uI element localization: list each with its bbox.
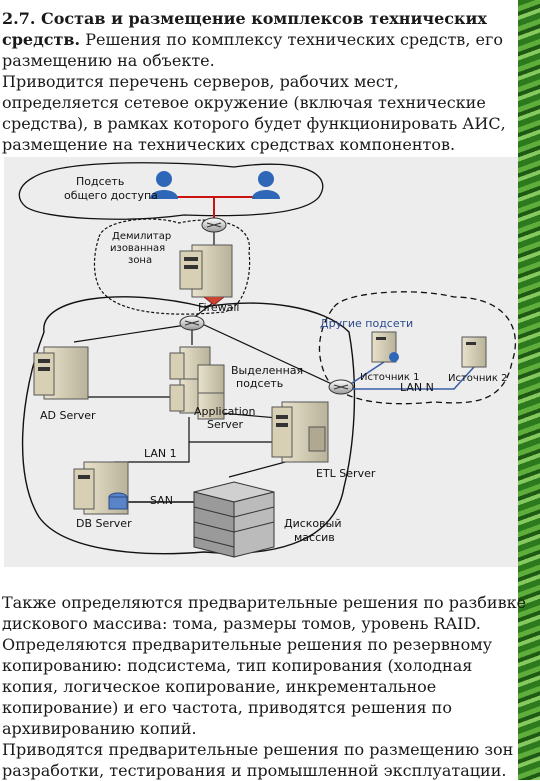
network-diagram: Подсеть общего доступа Демилитар изованн…: [4, 157, 518, 567]
db-server-icon: [73, 461, 129, 515]
intro-paragraph-1: 2.7. Состав и размещение комплексов техн…: [2, 8, 514, 71]
label-db-server: DB Server: [76, 517, 132, 530]
source2-server-icon: [461, 336, 487, 368]
etl-server-icon: [271, 401, 329, 463]
label-disk-array-2: массив: [294, 531, 335, 544]
conclusion-paragraph-3: Приводятся предварительные решения по ра…: [2, 740, 514, 780]
label-dedicated-subnet-1: Выделенная: [231, 364, 303, 377]
router-icon: [201, 217, 227, 233]
conclusion-text: Также определяются предварительные решен…: [2, 592, 532, 781]
label-public-subnet-2: общего доступа: [64, 189, 158, 202]
label-source2: Источник 2: [448, 373, 507, 384]
label-firewall: Firewall: [198, 301, 239, 314]
label-etl-server: ETL Server: [316, 467, 376, 480]
conclusion-paragraph-1: Также определяются предварительные решен…: [2, 593, 527, 633]
label-lan-n: LAN N: [400, 381, 434, 394]
label-app-server-2: Server: [207, 418, 244, 431]
internal-network-boundary: [21, 296, 356, 555]
router-icon: [179, 315, 205, 331]
label-dmz-1: Демилитар: [112, 231, 171, 242]
link-router-adserver: [73, 324, 187, 343]
conclusion-paragraph-2: Определяются предварительные решения по …: [2, 635, 493, 738]
source1-server-icon: [371, 331, 399, 363]
link-lann: [349, 366, 475, 390]
network-diagram-svg: Подсеть общего доступа Демилитар изованн…: [18, 162, 516, 558]
label-lan-1: LAN 1: [144, 447, 177, 460]
link-router-lann: [199, 322, 335, 386]
intro-paragraph-2: Приводится перечень серверов, рабочих ме…: [2, 72, 506, 154]
label-dmz-3: зона: [128, 255, 152, 266]
public-subnet-cloud: [18, 162, 324, 220]
user-icon: [150, 171, 178, 199]
disk-array-icon: [193, 481, 275, 558]
intro-text: 2.7. Состав и размещение комплексов техн…: [2, 8, 514, 155]
label-san: SAN: [150, 494, 173, 507]
dmz-zone-outline: [93, 218, 251, 315]
decorative-side-border: [518, 0, 540, 780]
intro-paragraph-1-rest: Решения по комплексу технических средств…: [2, 30, 503, 70]
ad-server-icon: [33, 346, 89, 400]
label-source1: Источник 1: [360, 372, 419, 383]
other-subnets-cloud: [318, 291, 516, 405]
label-dedicated-subnet-2: подсеть: [236, 377, 283, 390]
application-server-cluster-icon: [169, 346, 225, 420]
label-ad-server: AD Server: [40, 409, 96, 422]
label-public-subnet-1: Подсеть: [76, 175, 124, 188]
link-lan1: [114, 417, 190, 463]
label-other-subnets: Другие подсети: [320, 317, 413, 330]
label-disk-array-1: Дисковый: [284, 517, 341, 530]
label-app-server-1: Application: [194, 405, 255, 418]
link-router-source1: [348, 361, 385, 386]
user-icon: [252, 171, 280, 199]
firewall-server-icon: [179, 244, 233, 306]
label-dmz-2: изованная: [110, 243, 165, 254]
section-title: 2.7. Состав и размещение комплексов техн…: [2, 9, 487, 49]
router-icon: [328, 379, 354, 395]
